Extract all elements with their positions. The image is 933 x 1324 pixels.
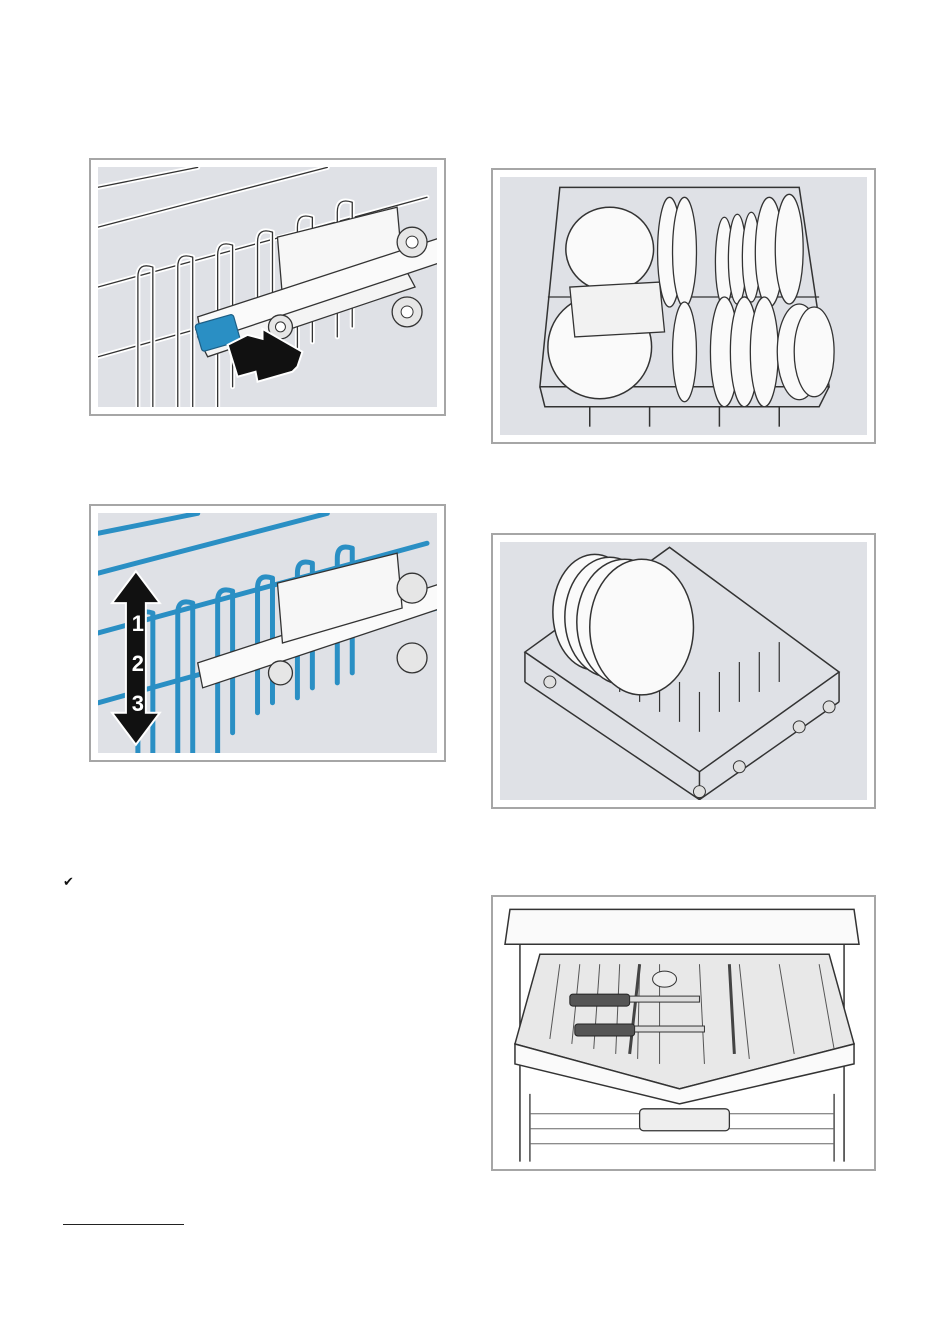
figure-cutlery-drawer: [491, 895, 876, 1171]
footnote-separator: [63, 1224, 184, 1225]
figure-lower-rack-plates: [491, 533, 876, 809]
figure-rack-release-lever: [89, 158, 446, 416]
step-label-1: 1: [132, 611, 144, 636]
rack-lever-illustration: [98, 167, 437, 407]
rack-height-illustration: 1 2 3: [98, 513, 437, 753]
step-label-3: 3: [132, 691, 144, 716]
upper-rack-illustration: [500, 177, 867, 435]
lower-rack-illustration: [500, 542, 867, 800]
figure-upper-rack-loaded: [491, 168, 876, 444]
cutlery-drawer-illustration: [500, 904, 867, 1162]
check-mark-icon: ✔: [63, 876, 77, 890]
step-label-2: 2: [132, 651, 144, 676]
figure-rack-height-adjust: 1 2 3: [89, 504, 446, 762]
